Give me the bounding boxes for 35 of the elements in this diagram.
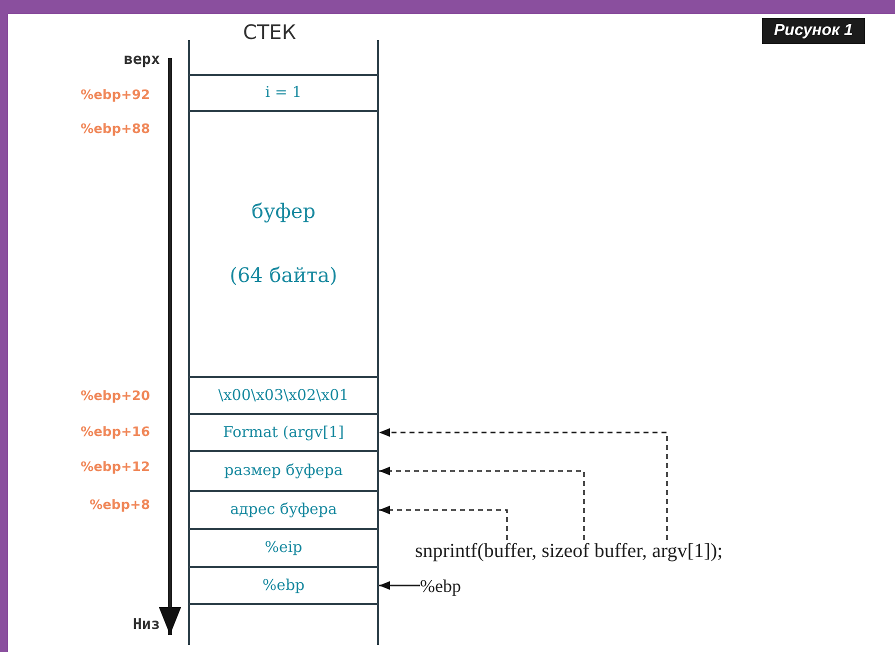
code-text: snprintf(buffer, sizeof buffer, argv[1]); <box>415 538 723 564</box>
cell-text: адрес буфера <box>230 500 337 518</box>
offset-label: %ebp+8 <box>88 498 150 513</box>
offset-label: %ebp+12 <box>80 460 150 475</box>
direction-label: Низ <box>132 615 160 633</box>
stack-cell <box>188 490 379 530</box>
stack-cell <box>188 528 379 568</box>
cell-text: %eip <box>264 538 302 556</box>
stack-cell <box>188 40 379 76</box>
cell-text: i = 1 <box>265 83 302 101</box>
offset-label: %ebp+88 <box>80 122 150 137</box>
code-text: %ebp <box>420 574 461 598</box>
offset-label: %ebp+92 <box>80 88 150 103</box>
stack-cell <box>188 110 379 378</box>
stack-heading: СТЕК <box>243 20 296 44</box>
stack-cell <box>188 603 379 645</box>
cell-text: размер буфера <box>224 461 343 479</box>
stack-cell <box>188 413 379 452</box>
cell-text: (64 байта) <box>230 263 338 287</box>
arrow <box>379 428 668 540</box>
arrow <box>379 581 420 590</box>
stack-cell <box>188 376 379 415</box>
stack-cell <box>188 450 379 492</box>
cell-text: \x00\x03\x02\x01 <box>218 386 349 404</box>
cell-text: буфер <box>251 199 316 223</box>
arrow <box>379 466 585 540</box>
figure-title: Рисунок 1 <box>762 18 865 44</box>
cell-text: Format (argv[1] <box>222 422 344 440</box>
stack-cell <box>188 566 379 605</box>
offset-label: %ebp+16 <box>80 425 150 440</box>
arrow <box>379 506 508 540</box>
direction-label: верх <box>122 50 160 68</box>
stack-cell <box>188 74 379 112</box>
cell-text: %ebp <box>262 576 305 594</box>
offset-label: %ebp+20 <box>80 389 150 404</box>
